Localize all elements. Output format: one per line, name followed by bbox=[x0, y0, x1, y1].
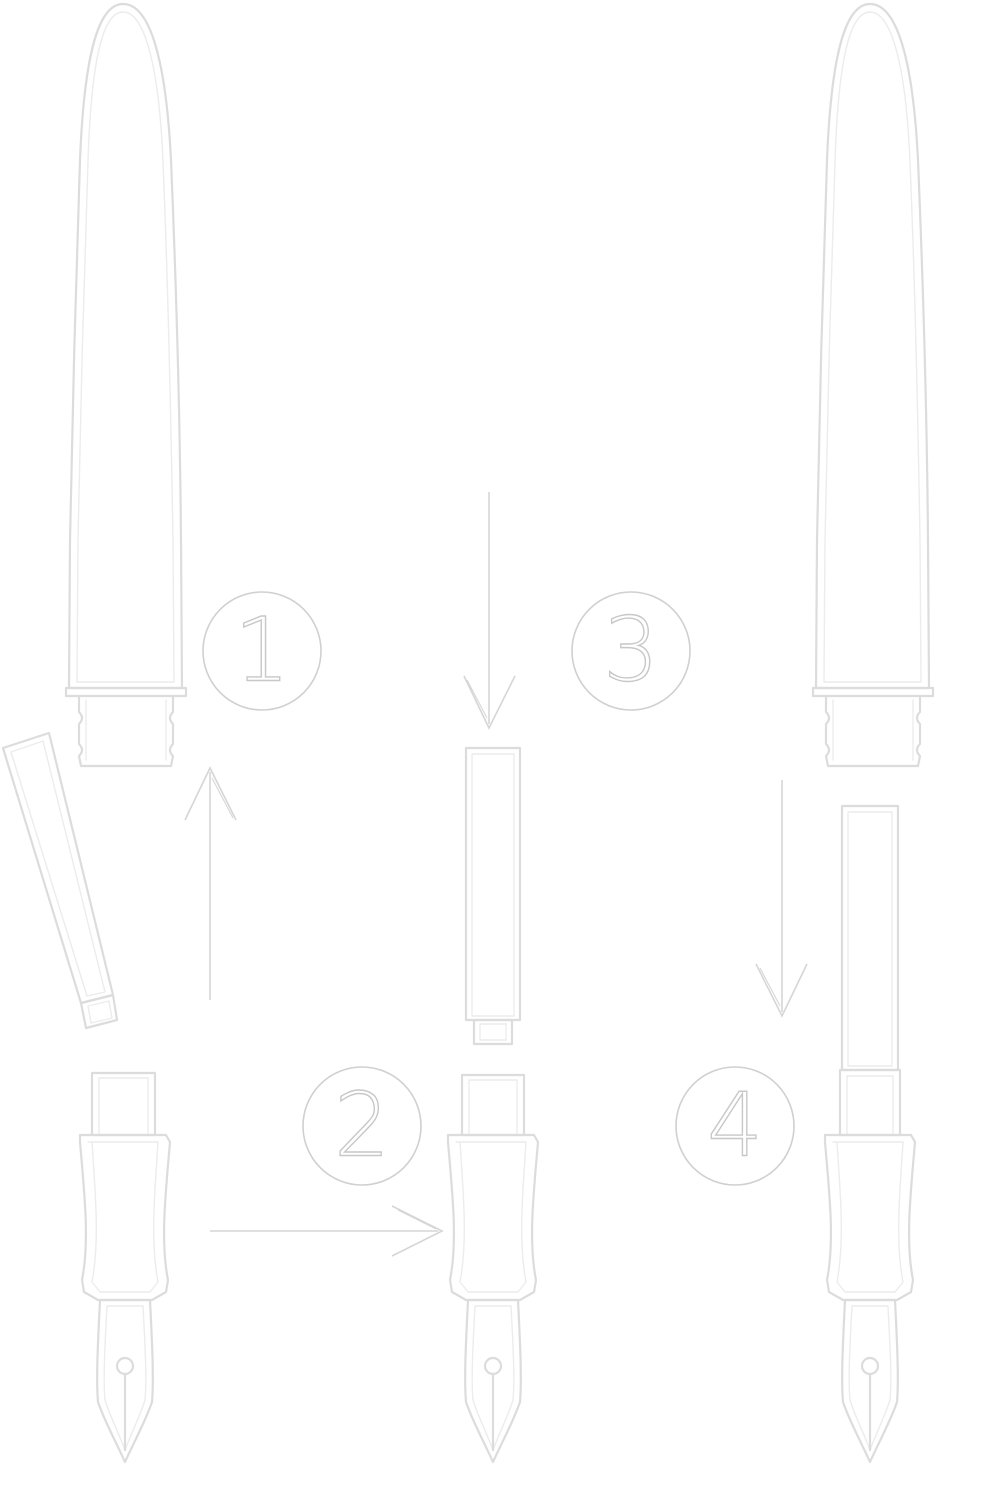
arrow-right-icon bbox=[210, 1205, 444, 1257]
step-1-badge: 1 bbox=[202, 591, 322, 711]
pen-cap-left bbox=[64, 2, 188, 768]
step-2-number: 2 bbox=[334, 1074, 390, 1177]
step-2-badge: 2 bbox=[302, 1066, 422, 1186]
ink-cartridge-tilted bbox=[1, 731, 119, 1030]
assembled-cartridge-in-grip bbox=[838, 804, 902, 1137]
step-3-number: 3 bbox=[603, 599, 659, 702]
pen-cap-right bbox=[811, 2, 935, 768]
arrow-up-icon bbox=[184, 766, 237, 1000]
arrow-down-icon-right bbox=[755, 780, 808, 1018]
step-4-badge: 4 bbox=[675, 1066, 795, 1186]
pen-grip-section-center bbox=[446, 1073, 540, 1464]
step-1-number: 1 bbox=[234, 599, 290, 702]
step-3-badge: 3 bbox=[571, 591, 691, 711]
step-4-number: 4 bbox=[707, 1074, 763, 1177]
ink-cartridge-upright bbox=[464, 746, 522, 1046]
pen-grip-section-left bbox=[78, 1071, 172, 1464]
pen-grip-section-right bbox=[823, 1133, 917, 1464]
arrow-down-icon-center bbox=[463, 492, 516, 730]
